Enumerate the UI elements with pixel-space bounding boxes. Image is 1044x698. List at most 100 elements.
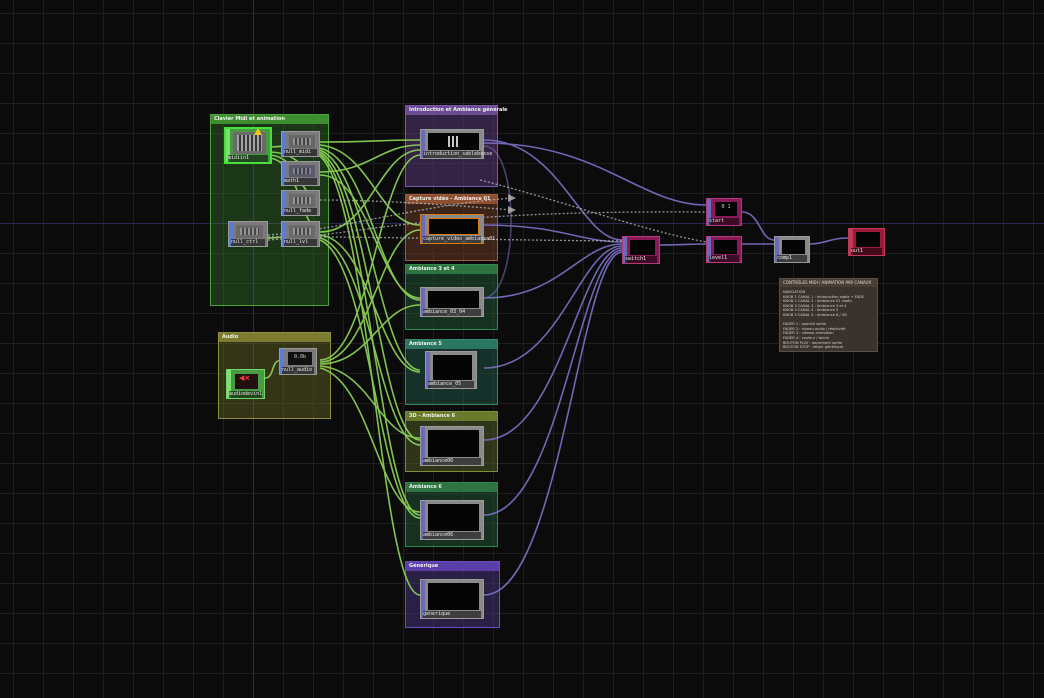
operator-null-ctrl[interactable]: null_ctrl <box>228 221 268 247</box>
node-viewer <box>428 218 479 235</box>
input-connector[interactable] <box>421 427 425 465</box>
input-connector[interactable] <box>775 237 779 262</box>
operator-ambiance-03-04[interactable]: ambiance_03_04 <box>420 287 484 317</box>
annotation-title: Ambiance 6 <box>406 483 497 492</box>
node-viewer <box>289 225 315 238</box>
annotation-title: Audio <box>219 333 330 342</box>
text-dat-notes[interactable]: CONTRÔLES MIDI / ANIMATION PAR CANAUX NA… <box>779 278 878 352</box>
operator-null-midi[interactable]: null_midi <box>281 131 320 157</box>
node-label: null_ctrl <box>231 239 265 246</box>
node-label: null_audio <box>282 367 314 374</box>
input-connector[interactable] <box>229 222 233 246</box>
input-connector[interactable] <box>421 580 425 618</box>
input-connector[interactable] <box>426 352 430 388</box>
annotation-title: 3D - Ambiance 6 <box>406 412 497 421</box>
annotation-title: Introduction et Ambiance générale <box>406 106 507 115</box>
node-label: comp1 <box>777 255 807 262</box>
node-viewer <box>714 240 737 254</box>
operator-ambiance-06-3d[interactable]: ambiance06 <box>420 426 484 466</box>
operator-math[interactable]: math1 <box>281 161 320 186</box>
channel-bars <box>293 138 311 145</box>
input-connector[interactable] <box>849 229 853 255</box>
canvas-origin-vertical-axis <box>253 0 254 698</box>
channel-bars <box>293 168 311 174</box>
channel-bars <box>293 197 311 204</box>
operator-midiin[interactable]: midiin1 <box>224 127 272 164</box>
node-viewer <box>289 194 315 207</box>
node-label: start <box>709 218 739 225</box>
input-connector[interactable] <box>282 132 286 156</box>
node-label: null_fade <box>284 208 317 215</box>
node-viewer <box>428 504 479 531</box>
node-viewer <box>433 355 472 380</box>
text-dat-body: NAVIGATION KNOB 1 CANAL 1 : Introduction… <box>783 290 864 350</box>
input-connector[interactable] <box>623 237 627 263</box>
node-label: ambiance06 <box>423 458 481 465</box>
canvas-origin-horizontal-axis <box>0 223 1044 224</box>
audio-device-icon: ◀× <box>235 374 258 389</box>
warning-icon[interactable] <box>254 128 262 135</box>
node-label: math1 <box>284 178 317 185</box>
input-connector[interactable] <box>282 222 286 246</box>
input-connector[interactable] <box>282 162 286 185</box>
operator-generique[interactable]: generique <box>420 579 484 619</box>
node-label: null_midi <box>284 149 317 156</box>
operator-start[interactable]: 0 1 start <box>706 198 742 226</box>
node-viewer <box>289 135 315 148</box>
node-value: 0 1 <box>715 202 737 216</box>
annotation-title: Clavier Midi et animation <box>211 115 328 124</box>
node-viewer <box>289 165 315 177</box>
annotation-title: Générique <box>406 562 499 571</box>
video-preview <box>448 136 459 147</box>
input-connector[interactable] <box>227 370 231 398</box>
input-connector[interactable] <box>280 349 284 374</box>
operator-null-lvl[interactable]: null_lvl <box>281 221 320 247</box>
node-label: audiodevin1 <box>229 391 263 398</box>
input-connector[interactable] <box>707 237 711 262</box>
operator-null-fade[interactable]: null_fade <box>281 190 320 216</box>
node-viewer <box>782 240 805 254</box>
channel-bars <box>293 228 311 235</box>
node-label: capture_video_ambiance01 <box>423 236 496 243</box>
operator-switch[interactable]: switch1 <box>622 236 660 264</box>
input-connector[interactable] <box>421 215 425 243</box>
operator-comp[interactable]: comp1 <box>774 236 810 263</box>
input-connector[interactable] <box>707 199 711 225</box>
node-viewer <box>856 232 880 247</box>
node-label: generique <box>423 611 481 618</box>
operator-out[interactable]: out1 <box>848 228 885 256</box>
node-label: out1 <box>851 248 882 255</box>
channel-bars <box>237 135 262 151</box>
operator-audiodevin[interactable]: ◀× audiodevin1 <box>226 369 265 399</box>
node-label: switch1 <box>625 256 657 263</box>
node-label: null_lvl <box>284 239 317 246</box>
input-connector[interactable] <box>421 130 425 158</box>
annotation-title: Ambiance 3 et 4 <box>406 265 497 274</box>
operator-ambiance-05[interactable]: ambiance_05 <box>425 351 477 389</box>
node-viewer <box>233 132 266 154</box>
operator-introduction[interactable]: introduction_sablebosse <box>420 129 493 159</box>
operator-ambiance-06[interactable]: ambiance06 <box>420 500 484 540</box>
operator-level[interactable]: level1 <box>706 236 742 263</box>
node-label: introduction_sablebosse <box>423 151 493 158</box>
node-label: ambiance_05 <box>428 381 474 388</box>
input-connector[interactable] <box>421 501 425 539</box>
input-connector[interactable] <box>421 288 425 316</box>
node-label: midiin1 <box>228 155 268 162</box>
channel-bars <box>240 228 259 235</box>
node-viewer <box>630 240 655 255</box>
annotation-title: Capture vidéo - Ambiance 01 <box>406 195 497 204</box>
operator-capture-video[interactable]: capture_video_ambiance01 <box>420 214 496 244</box>
node-label: ambiance06 <box>423 532 481 539</box>
input-connector[interactable] <box>226 129 230 162</box>
input-connector[interactable] <box>282 191 286 215</box>
annotation-title: Ambiance 5 <box>406 340 497 349</box>
node-viewer <box>428 430 479 457</box>
node-viewer <box>428 133 479 150</box>
operator-null-audio[interactable]: 0.0b null_audio <box>279 348 317 375</box>
node-value: 0.0b <box>288 352 312 365</box>
node-label: ambiance_03_04 <box>423 309 481 316</box>
node-viewer <box>428 583 479 610</box>
node-viewer <box>236 225 263 238</box>
